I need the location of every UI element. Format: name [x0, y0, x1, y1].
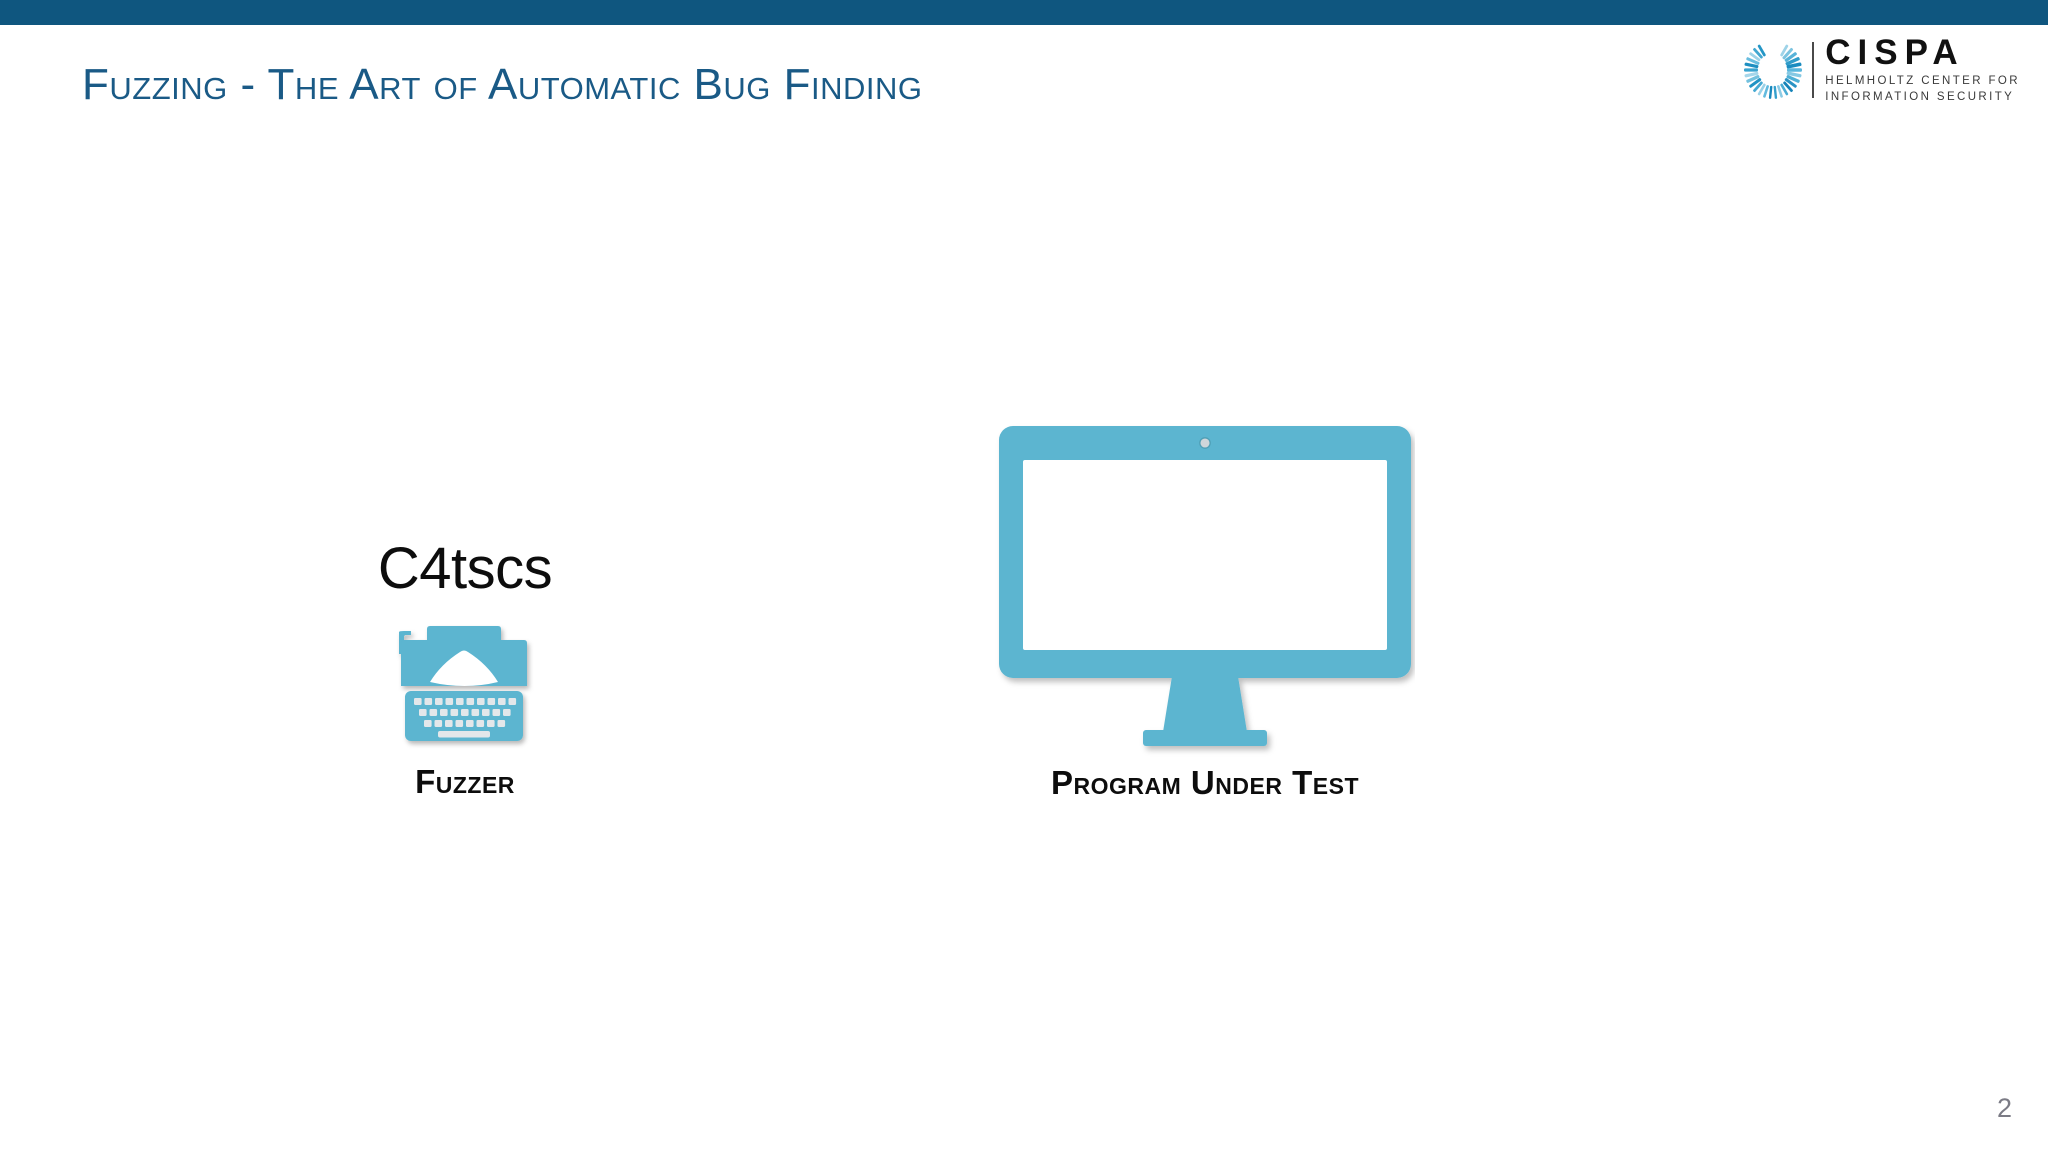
cispa-logo: CISPA HELMHOLTZ CENTER FOR INFORMATION S… — [1740, 35, 2020, 105]
logo-subtitle-line2: INFORMATION SECURITY — [1825, 90, 2015, 103]
page-title: Fuzzing - The Art of Automatic Bug Findi… — [82, 60, 923, 109]
logo-subtitle-line1: HELMHOLTZ CENTER FOR — [1825, 74, 2020, 87]
monitor-icon — [999, 426, 1411, 746]
fuzzer-seed-text: C4tscs — [377, 536, 553, 601]
top-accent-bar — [0, 0, 2048, 25]
cispa-c-mark-icon — [1744, 44, 1803, 99]
fuzzer-label: Fuzzer — [415, 763, 515, 800]
logo-wordmark: CISPA — [1825, 32, 1965, 72]
fuzzer-group: C4tscs — [300, 536, 630, 800]
typewriter-icon — [399, 626, 527, 741]
logo-divider — [1812, 42, 1815, 98]
program-under-test-group: Program Under Test — [940, 418, 1470, 799]
logo-text-block: CISPA HELMHOLTZ CENTER FOR INFORMATION S… — [1825, 35, 2020, 105]
program-under-test-label: Program Under Test — [1050, 764, 1359, 801]
page-number: 2 — [1996, 1093, 2012, 1123]
